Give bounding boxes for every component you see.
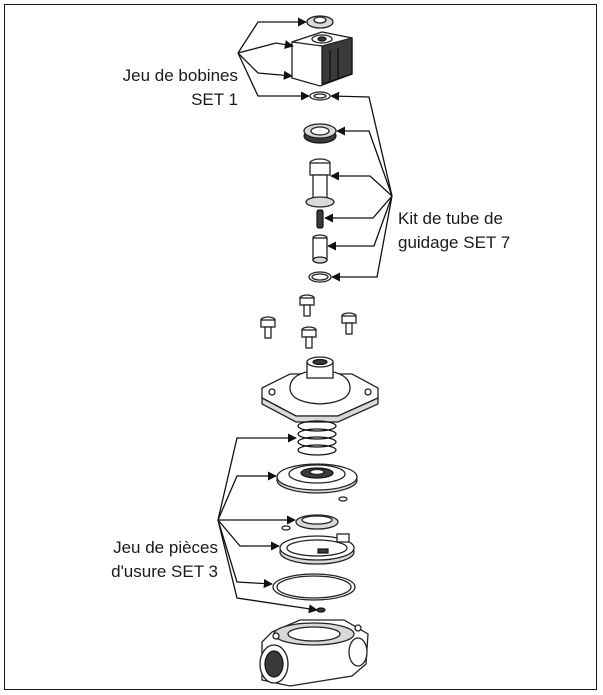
- body-seal: [316, 607, 326, 613]
- retaining-nut: [303, 123, 337, 144]
- support-ring: [295, 514, 339, 530]
- guide-tube: [305, 158, 335, 208]
- coil-set-label-line2: SET 1: [191, 90, 238, 109]
- solenoid-coil: [291, 31, 353, 87]
- guide-tube-o-ring: [308, 271, 332, 283]
- coil-set-label-line1: Jeu de bobines: [122, 66, 238, 85]
- diaphragm: [276, 463, 358, 494]
- callout-coil-set: [237, 17, 310, 101]
- small-seal-right: [338, 496, 348, 502]
- small-seal-left: [281, 525, 291, 531]
- plunger-spring: [316, 209, 324, 229]
- valve-cover: [261, 356, 379, 423]
- cover-screws: [260, 294, 357, 349]
- wear-parts-set-label-line2: d'usure SET 3: [111, 562, 218, 581]
- clamp-ring: [279, 533, 355, 565]
- callout-wear-parts-set: [217, 433, 318, 614]
- plunger: [312, 234, 328, 264]
- main-spring: [297, 420, 337, 456]
- callout-guide-tube-set: [324, 91, 393, 282]
- coil-nut: [306, 15, 334, 29]
- guide-tube-set-label-line2: guidage SET 7: [398, 233, 511, 252]
- valve-body: [259, 619, 369, 687]
- guide-tube-set-label-line1: Kit de tube de: [398, 209, 503, 228]
- small-o-ring: [309, 91, 331, 101]
- body-o-ring: [272, 573, 356, 601]
- wear-parts-set-label-line1: Jeu de pièces: [113, 538, 218, 557]
